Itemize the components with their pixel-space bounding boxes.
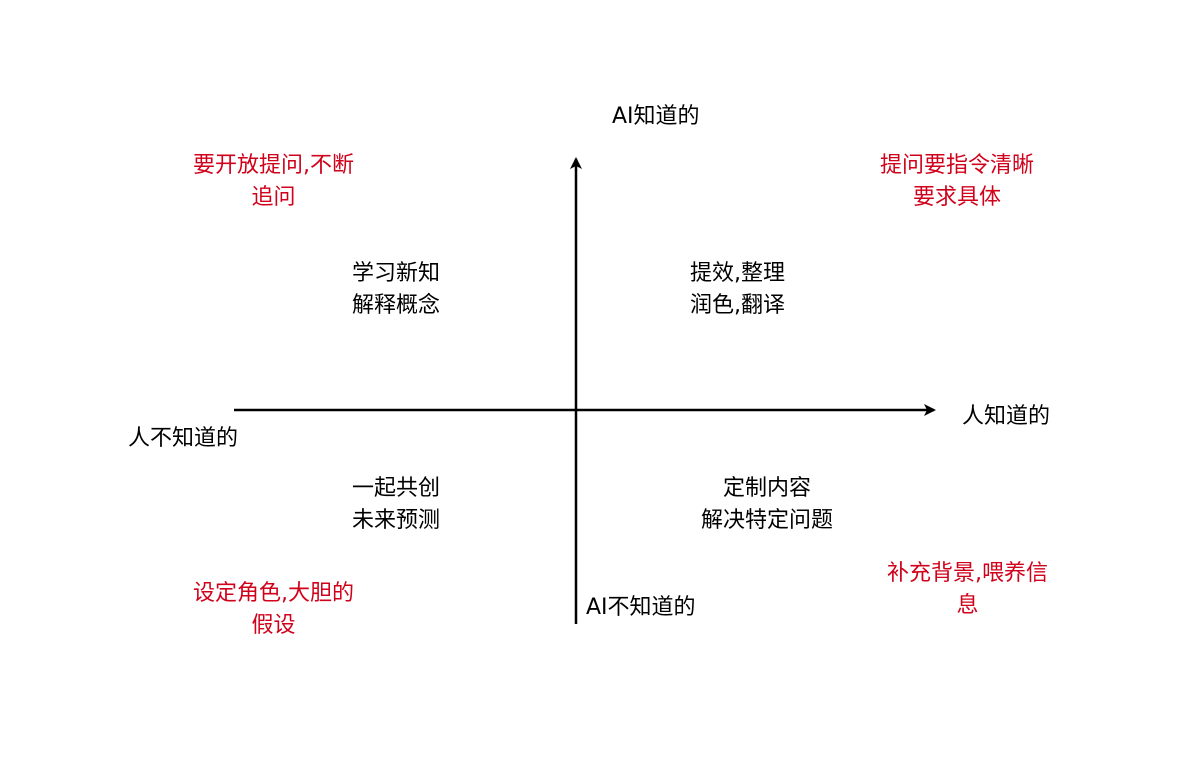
quadrant-bottom-right-line-1: 定制内容 xyxy=(723,476,812,501)
quadrant-bottom-right-line-2: 解决特定问题 xyxy=(701,508,834,533)
x-axis-positive-label: 人知道的 xyxy=(962,404,1051,429)
tip-bottom-right: 补充背景,喂养信 息 xyxy=(887,558,1048,622)
quadrant-bottom-left-line-2: 未来预测 xyxy=(352,508,441,533)
tip-bottom-left: 设定角色,大胆的 假设 xyxy=(193,578,354,642)
tip-bottom-right-line-1: 补充背景,喂养信 xyxy=(887,561,1048,586)
tip-bottom-left-line-2: 假设 xyxy=(251,613,296,638)
y-axis-negative-label: AI不知道的 xyxy=(586,595,696,620)
quadrant-top-right: 提效,整理 润色,翻译 xyxy=(690,258,785,322)
quadrant-bottom-left-line-1: 一起共创 xyxy=(352,476,441,501)
x-axis-negative-label: 人不知道的 xyxy=(128,426,239,451)
quadrant-bottom-right: 定制内容 解决特定问题 xyxy=(701,473,833,537)
quadrant-top-left: 学习新知 解释概念 xyxy=(352,258,440,322)
y-axis-positive-label: AI知道的 xyxy=(612,104,700,129)
quadrant-top-left-line-2: 解释概念 xyxy=(352,293,441,318)
tip-top-left-line-1: 要开放提问,不断 xyxy=(193,153,354,178)
quadrant-top-right-line-2: 润色,翻译 xyxy=(690,293,785,318)
tip-bottom-right-line-2: 息 xyxy=(956,593,979,618)
tip-top-right-line-2: 要求具体 xyxy=(913,185,1002,210)
tip-top-left-line-2: 追问 xyxy=(251,185,296,210)
tip-top-right-line-1: 提问要指令清晰 xyxy=(880,153,1035,178)
quadrant-top-left-line-1: 学习新知 xyxy=(352,261,441,286)
quadrant-bottom-left: 一起共创 未来预测 xyxy=(352,473,440,537)
tip-top-right: 提问要指令清晰 要求具体 xyxy=(880,150,1034,214)
tip-top-left: 要开放提问,不断 追问 xyxy=(193,150,354,214)
tip-bottom-left-line-1: 设定角色,大胆的 xyxy=(193,581,354,606)
quadrant-top-right-line-1: 提效,整理 xyxy=(690,261,785,286)
